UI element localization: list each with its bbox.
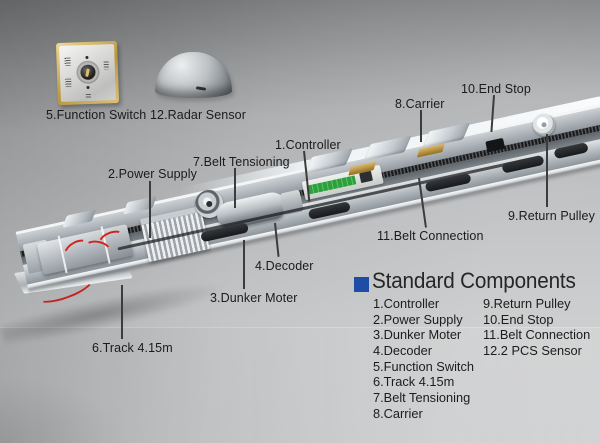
switch-markings [103,61,109,70]
legend-bullet-icon [354,277,369,292]
leader-line-power-supply [149,181,151,238]
switch-markings [85,93,91,100]
leader-line-return-pulley [546,134,548,207]
indicator-dot [86,85,90,90]
callout-decoder: 4.Decoder [255,259,314,273]
callout-power-supply: 2.Power Supply [108,167,197,181]
callout-end-stop: 10.End Stop [461,82,531,96]
legend-column-1: 1.Controller 2.Power Supply 3.Dunker Mot… [373,296,474,422]
callout-return-pulley: 9.Return Pulley [508,209,595,223]
leader-line-track [121,285,123,339]
legend-item: 7.Belt Tensioning [373,390,471,406]
legend-item: 8.Carrier [373,405,423,421]
switch-markings [65,78,72,87]
legend-item: 9.Return Pulley [483,296,571,311]
legend-item: 6.Track 4.15m [373,374,455,390]
legend-item: 11.Belt Connection [483,327,591,343]
legend-item: 5.Function Switch [373,358,475,374]
switch-markings [64,57,71,66]
callout-controller: 1.Controller [275,138,341,152]
leader-line-carrier [420,110,422,142]
legend-item: 3.Dunker Moter [373,327,462,343]
callout-belt-connection: 11.Belt Connection [377,229,484,243]
legend-column-2: 9.Return Pulley 10.End Stop 11.Belt Conn… [483,296,590,359]
legend-item: 4.Decoder [373,343,433,359]
backdrop-seam [0,327,600,443]
callout-dunker-moter: 3.Dunker Moter [210,291,298,305]
keyhole-icon [79,64,96,81]
callout-function-switch: 5.Function Switch [46,108,147,122]
indicator-dot [85,55,89,60]
radar-sensor-slit [195,86,207,91]
legend-title: Standard Components [372,268,576,293]
legend-item: 2.Power Supply [373,311,463,327]
key-slot [85,68,90,77]
legend-item: 1.Controller [373,296,440,311]
leader-line-belt-tensioning [234,168,236,208]
callout-track: 6.Track 4.15m [92,341,173,355]
legend-item: 12.2 PCS Sensor [483,343,582,359]
leader-line-dunker-moter [243,240,245,289]
callout-belt-tensioning: 7.Belt Tensioning [193,155,290,169]
callout-radar-sensor: 12.Radar Sensor [150,108,247,122]
function-switch-image [55,40,120,106]
callout-carrier: 8.Carrier [395,97,445,111]
background-corner-shade [0,283,260,443]
function-switch-face [59,44,116,102]
legend-item: 10.End Stop [483,311,554,327]
